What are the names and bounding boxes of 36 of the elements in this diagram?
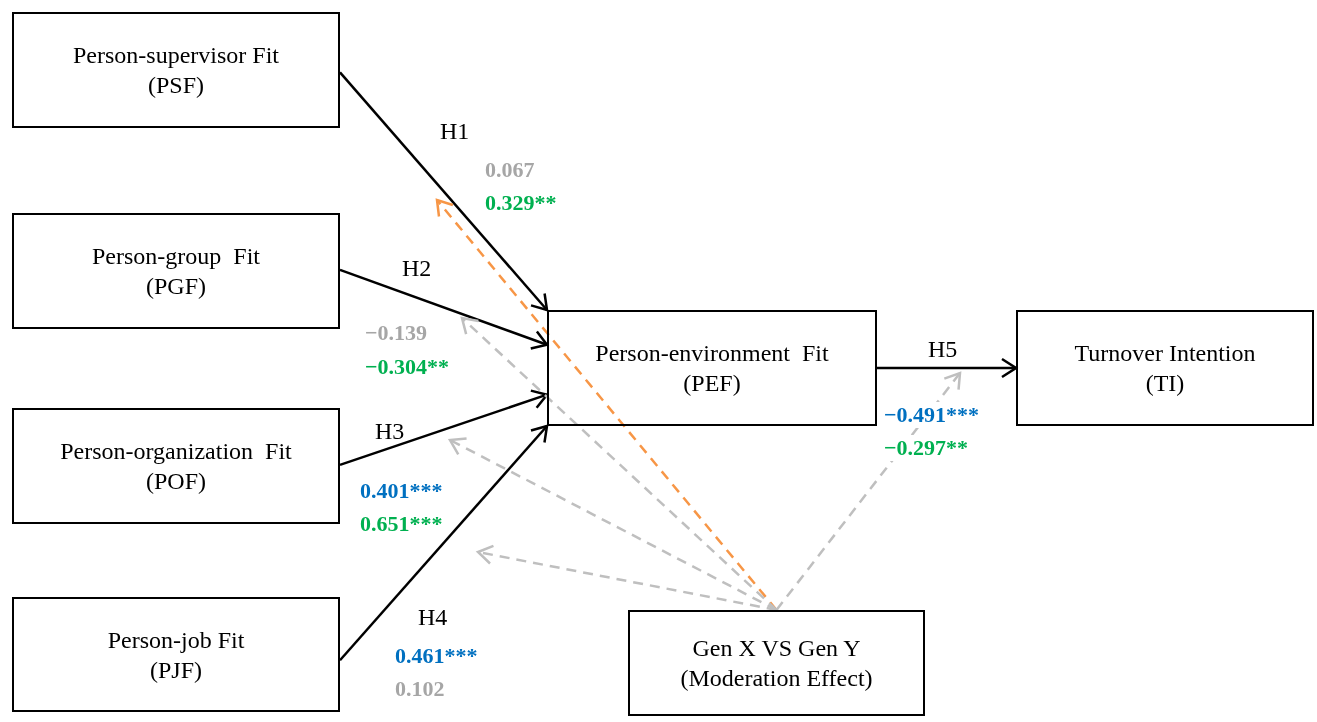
construct-name: Person-organization Fit [60,437,292,466]
construct-box [12,597,340,712]
construct-abbreviation: (Moderation Effect) [680,664,873,693]
construct-name: Person-job Fit [107,625,245,655]
construct-box [628,610,925,716]
construct-name: Turnover Intention [1074,339,1256,368]
hypothesis-label: H5 [928,336,958,363]
path-arrow [339,389,549,467]
construct-name: Person-supervisor Fit [73,41,279,70]
construct-name: Person-environment Fit [595,339,829,368]
hypothesis-label: H4 [418,604,448,631]
construct-box [12,12,340,128]
path-arrow [877,357,1018,379]
construct-box [12,213,340,329]
construct-name: Gen X VS Gen Y [692,634,861,663]
construct-abbreviation: (PJF) [150,655,202,685]
hypothesis-label: H3 [375,418,405,445]
construct-abbreviation: (TI) [1145,369,1185,398]
moderation-arrow [476,544,777,612]
construct-box [12,408,340,524]
moderation-arrow [775,371,962,611]
hypothesis-label: H2 [402,255,432,282]
path-coefficient: −0.491*** [884,402,980,429]
construct-abbreviation: (POF) [146,467,206,496]
hypothesis-label: H1 [440,118,470,145]
construct-box [547,310,877,426]
construct-name: Person-group Fit [92,242,260,271]
construct-box [1016,310,1314,426]
path-arrow [339,424,549,662]
path-coefficient: −0.297** [884,435,969,462]
path-arrow [339,71,549,312]
moderation-arrow [460,316,778,611]
construct-abbreviation: (PSF) [148,71,204,100]
construct-abbreviation: (PEF) [683,369,741,398]
path-arrow [339,268,549,350]
construct-abbreviation: (PGF) [146,272,206,301]
